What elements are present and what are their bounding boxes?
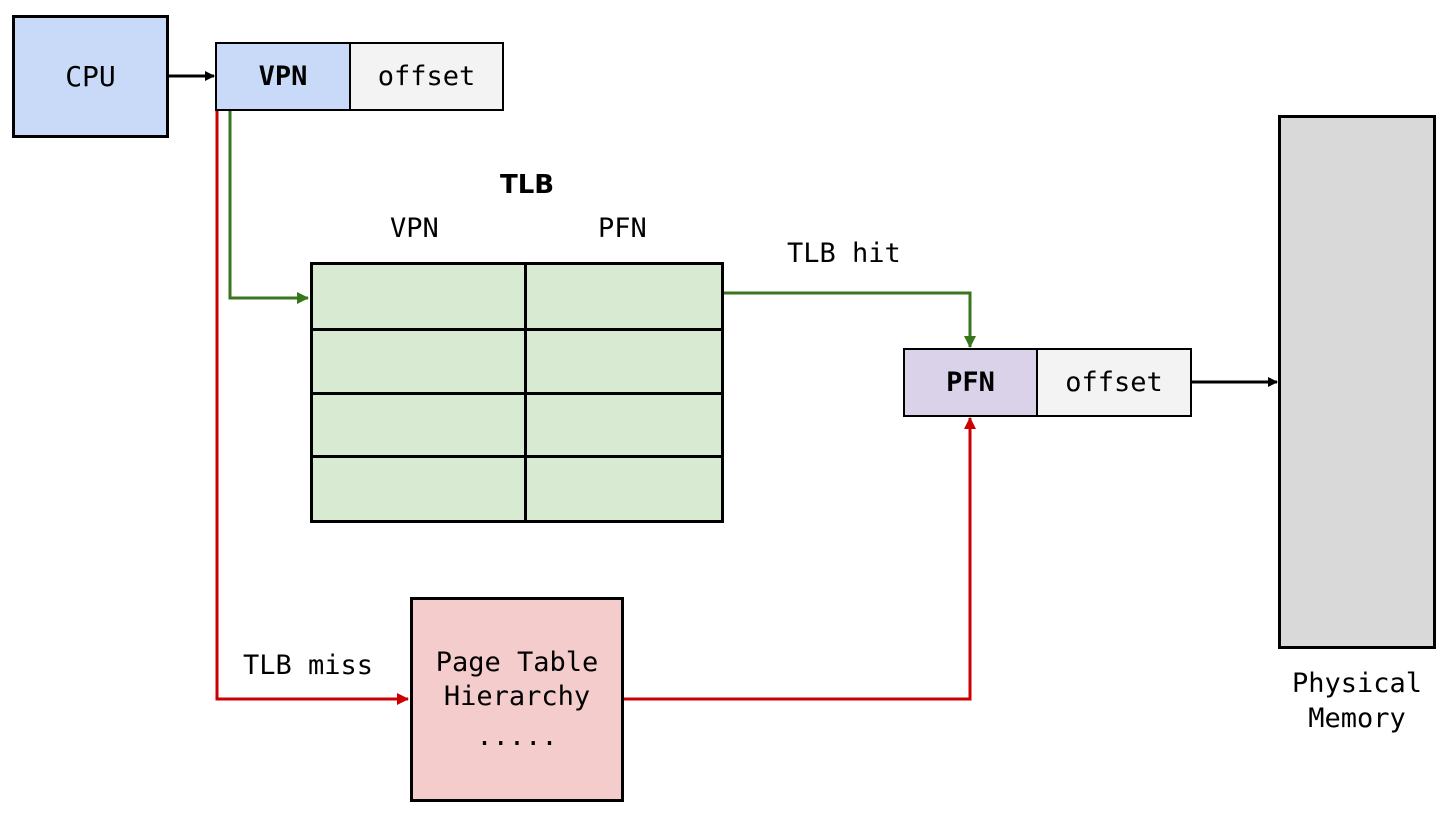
physical-memory-block xyxy=(1278,115,1436,649)
physical-pfn-field: PFN xyxy=(903,348,1038,417)
physical-pfn-label: PFN xyxy=(946,367,995,398)
physical-memory-line-1: Physical xyxy=(1291,668,1423,699)
virtual-vpn-label: VPN xyxy=(258,61,308,92)
vpn-to-tlb-arrow xyxy=(228,110,309,304)
cpu-box: CPU xyxy=(12,15,169,138)
page-table-box: Page Table Hierarchy ..... xyxy=(410,597,624,802)
tlb-miss-arrow xyxy=(215,110,409,705)
page-table-to-pfn-arrow xyxy=(623,417,976,701)
page-table-line-1: Page Table xyxy=(435,646,599,678)
tlb-row-divider xyxy=(313,392,721,395)
tlb-title: TLB xyxy=(500,170,555,200)
virtual-offset-field: offset xyxy=(349,42,504,111)
tlb-miss-label: TLB miss xyxy=(243,650,374,681)
tlb-hit-label: TLB hit xyxy=(787,238,901,269)
tlb-column-vpn: VPN xyxy=(390,213,439,244)
physical-memory-label: Physical Memory xyxy=(1278,666,1436,736)
physical-memory-line-2: Memory xyxy=(1308,703,1406,734)
tlb-row-divider xyxy=(313,455,721,458)
virtual-offset-label: offset xyxy=(377,61,476,92)
physical-offset-label: offset xyxy=(1065,367,1163,398)
tlb-column-pfn: PFN xyxy=(598,213,647,244)
cpu-label: CPU xyxy=(65,60,116,93)
tlb-hit-arrow xyxy=(723,291,976,348)
tlb-table xyxy=(310,262,724,523)
page-table-line-3: ..... xyxy=(476,720,558,752)
tlb-row-divider xyxy=(313,328,721,331)
physical-offset-field: offset xyxy=(1036,348,1192,417)
virtual-vpn-field: VPN xyxy=(215,42,351,111)
page-table-line-2: Hierarchy xyxy=(443,680,591,712)
